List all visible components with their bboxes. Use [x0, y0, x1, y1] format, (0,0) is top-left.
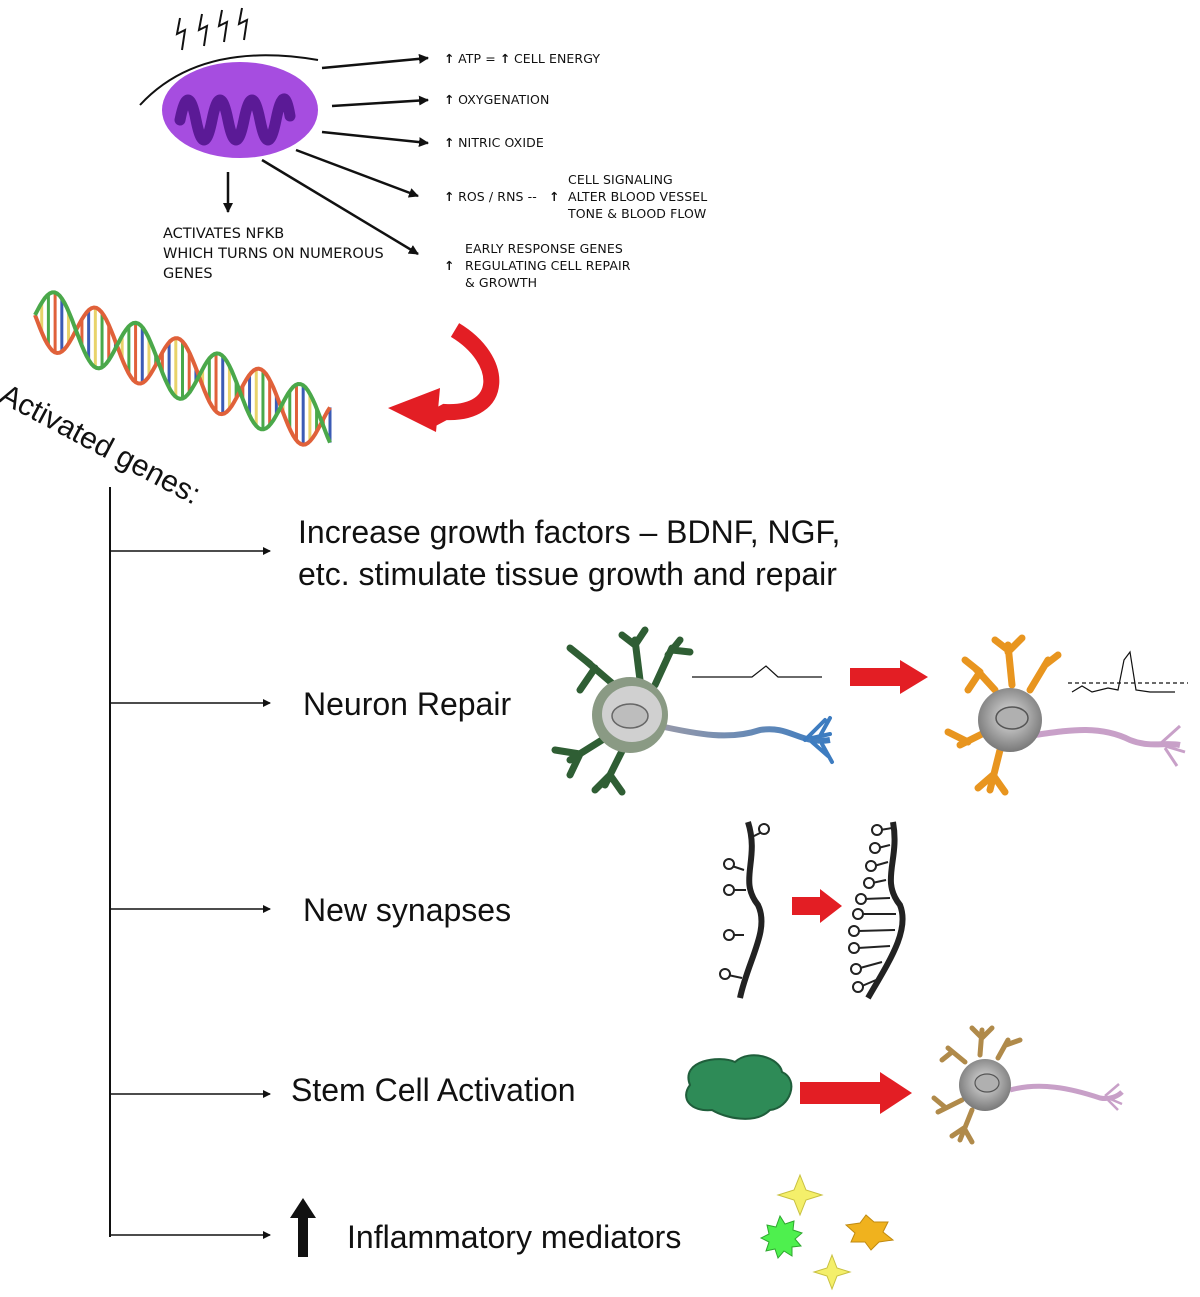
new-synapses-text: New synapses [303, 892, 512, 928]
nfkb-line: GENES [163, 266, 213, 282]
light-bolts-icon [175, 7, 249, 51]
red-arrow-neuron [850, 660, 928, 694]
growth-factors-line: etc. stimulate tissue growth and repair [298, 556, 837, 592]
early-genes-line: EARLY RESPONSE GENES [465, 241, 623, 256]
dna-strand [33, 290, 332, 444]
neuron-repair-text: Neuron Repair [303, 686, 512, 722]
branch-arrows [110, 547, 271, 1239]
ros-label: ↑ ROS / RNS -- ↑ [444, 188, 559, 205]
up-arrow-icon: ↑ [444, 92, 455, 107]
nfkb-text: ACTIVATES NFKB WHICH TURNS ON NUMEROUS G… [163, 224, 384, 284]
up-arrow-icon: ↑ [444, 51, 455, 66]
nitric-oxide-text: NITRIC OXIDE [458, 135, 544, 150]
nitric-oxide-label: ↑ NITRIC OXIDE [444, 134, 544, 151]
atp-label: ↑ ATP = ↑ CELL ENERGY [444, 50, 600, 67]
up-arrow-icon: ↑ [444, 258, 455, 273]
nfkb-line: ACTIVATES NFKB [163, 226, 285, 242]
atp-text: ATP = [458, 51, 496, 66]
ros-effect-line: TONE & BLOOD FLOW [568, 206, 707, 221]
curved-red-arrow [388, 323, 500, 432]
growth-factors-text: Increase growth factors – BDNF, NGF, etc… [298, 511, 840, 595]
new-neuron-icon [931, 1025, 1124, 1145]
oxygenation-text: OXYGENATION [458, 92, 550, 107]
dendrite-after-icon [848, 821, 906, 1000]
ros-text: ROS / RNS -- [458, 189, 537, 204]
ros-effects-list: CELL SIGNALING ALTER BLOOD VESSEL TONE &… [568, 171, 707, 222]
early-genes-line: & GROWTH [465, 275, 538, 290]
ros-effect-line: ALTER BLOOD VESSEL [568, 189, 708, 204]
increase-arrow-icon [290, 1198, 316, 1257]
dendrite-before-icon [719, 821, 770, 999]
nfkb-line: WHICH TURNS ON NUMEROUS [163, 246, 384, 262]
mito-effect-arrows [223, 53, 429, 256]
inflammatory-mediators-text: Inflammatory mediators [347, 1219, 682, 1255]
neuron-before-icon [551, 626, 834, 796]
up-arrow-icon: ↑ [548, 189, 560, 204]
cell-energy-text: CELL ENERGY [513, 51, 601, 66]
stem-cell-icon [685, 1054, 793, 1120]
oxygenation-label: ↑ OXYGENATION [444, 91, 549, 108]
up-arrow-icon: ↑ [499, 51, 511, 66]
up-arrow-icon: ↑ [444, 189, 455, 204]
growth-factors-line: Increase growth factors – BDNF, NGF, [298, 514, 841, 550]
cell-membrane-arc [139, 54, 319, 106]
inflammatory-mediator-icons [759, 1173, 895, 1291]
ros-effect-line: CELL SIGNALING [568, 172, 673, 187]
up-arrow-icon: ↑ [444, 135, 455, 150]
neuron-after-icon [944, 634, 1188, 796]
early-genes-line: REGULATING CELL REPAIR [465, 258, 631, 273]
red-arrow-stem [800, 1072, 912, 1114]
red-arrow-synapse [792, 889, 842, 923]
early-genes-list: EARLY RESPONSE GENES REGULATING CELL REP… [465, 240, 631, 291]
mitochondrion-icon [162, 62, 318, 158]
stem-cell-activation-text: Stem Cell Activation [291, 1072, 576, 1108]
dna-helix-icon [33, 290, 332, 447]
